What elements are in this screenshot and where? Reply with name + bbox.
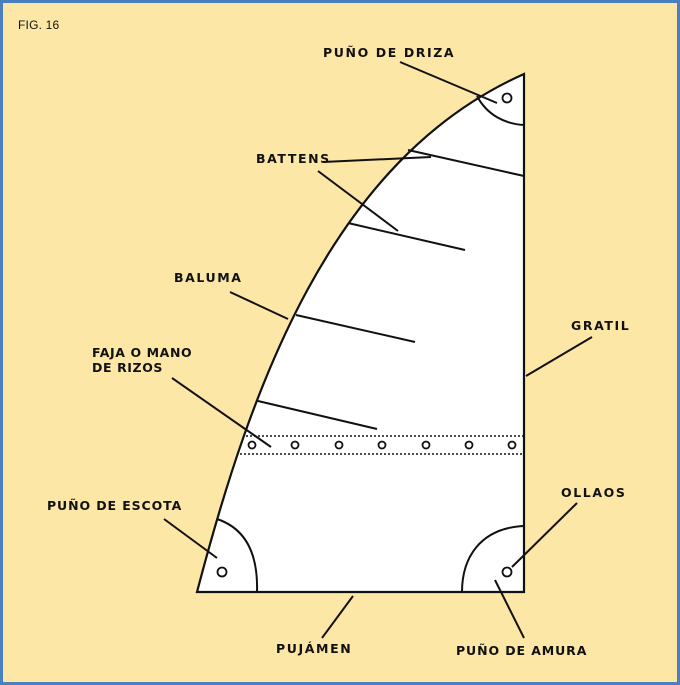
label-baluma: BALUMA xyxy=(174,270,243,285)
batten-4 xyxy=(257,400,378,430)
reef-point xyxy=(421,440,431,450)
batten-3 xyxy=(295,314,416,343)
label-puno-de-driza: PUÑO DE DRIZA xyxy=(323,45,455,60)
reef-point xyxy=(290,440,300,450)
reef-point xyxy=(247,440,257,450)
tack-grommet xyxy=(501,566,513,578)
reef-point xyxy=(334,440,344,450)
head-grommet xyxy=(501,92,513,104)
leader-puno-de-escota xyxy=(163,518,218,559)
head-patch xyxy=(476,95,525,126)
leader-puno-de-driza xyxy=(399,61,498,104)
label-gratil: GRATIL xyxy=(571,318,630,333)
leader-pujamen xyxy=(321,595,354,639)
sail-body xyxy=(195,72,526,594)
clew-patch xyxy=(216,518,259,593)
reef-point xyxy=(377,440,387,450)
leader-baluma xyxy=(229,291,289,320)
leader-gratil xyxy=(525,336,593,377)
clew-grommet xyxy=(216,566,228,578)
leader-faja xyxy=(171,377,272,448)
leader-ollaos xyxy=(511,502,578,568)
reef-point xyxy=(464,440,474,450)
reef-point xyxy=(507,440,517,450)
label-pujamen: PUJÁMEN xyxy=(276,641,352,656)
tack-patch xyxy=(461,525,525,593)
leader-puno-de-amura xyxy=(494,579,525,639)
reef-points xyxy=(247,440,517,450)
label-ollaos: OLLAOS xyxy=(561,485,626,500)
batten-1 xyxy=(407,149,525,177)
figure-number: FIG. 16 xyxy=(18,18,60,32)
batten-2 xyxy=(347,222,466,251)
label-puno-de-escota: PUÑO DE ESCOTA xyxy=(47,498,182,513)
label-faja-line1: FAJA O MANO xyxy=(92,345,192,360)
label-faja-line2: DE RIZOS xyxy=(92,360,163,375)
leader-battens-b xyxy=(317,170,399,232)
leader-battens-a xyxy=(322,156,432,163)
label-puno-de-amura: PUÑO DE AMURA xyxy=(456,643,587,658)
label-battens: BATTENS xyxy=(256,151,331,166)
